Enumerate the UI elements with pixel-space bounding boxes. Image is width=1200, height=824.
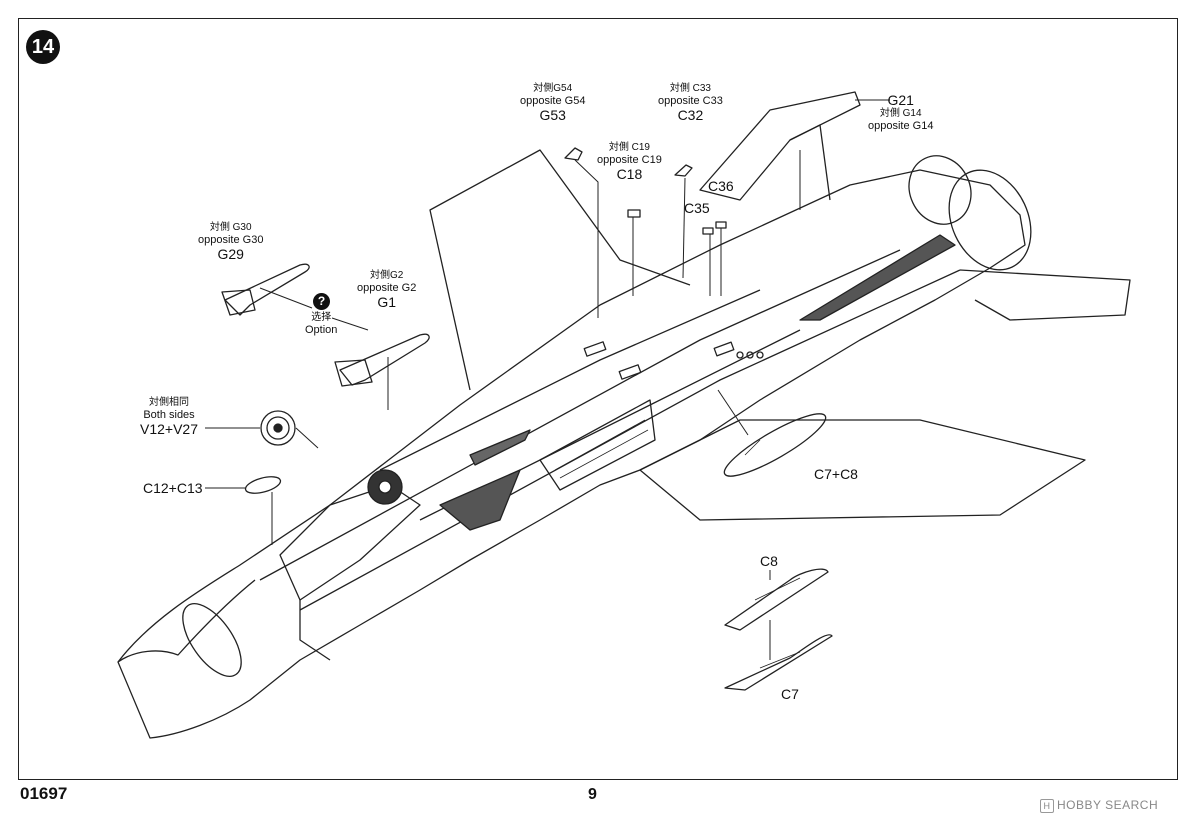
callout-c12-c13: C12+C13 <box>143 480 203 496</box>
part-wheel-v12 <box>260 410 296 446</box>
vertical-tail <box>699 91 861 201</box>
step-number-badge: 14 <box>26 30 60 64</box>
page-number: 9 <box>588 786 597 803</box>
horizontal-stabilizer <box>959 269 1131 321</box>
part-c18 <box>627 209 641 218</box>
kit-code: 01697 <box>20 784 68 803</box>
part-g29 <box>224 263 310 316</box>
callout-c18: 対側 C19 opposite C19 C18 <box>597 142 662 183</box>
part-c32 <box>674 164 693 177</box>
callout-g1: 対側G2 opposite G2 G1 <box>357 270 417 311</box>
watermark-logo-icon: H <box>1040 798 1054 813</box>
radome-ring <box>182 603 242 677</box>
gear-bay <box>539 399 656 491</box>
callout-c7: C7 <box>781 686 799 702</box>
part-c12-c13 <box>244 476 282 494</box>
fuselage-outline <box>117 169 1026 739</box>
callout-g53: 対側G54 opposite G54 G53 <box>520 83 586 124</box>
callout-g29: 対側 G30 opposite G30 G29 <box>198 222 264 263</box>
right-wing <box>639 419 1086 521</box>
part-g1 <box>339 333 430 386</box>
part-c35 <box>702 227 714 235</box>
page-frame <box>18 18 1178 780</box>
callout-v12-v27: 対側相同 Both sides V12+V27 <box>140 397 198 438</box>
engine-nozzle-left <box>948 169 1032 271</box>
option-icon: ? <box>313 293 330 310</box>
engine-nozzle-right <box>908 155 972 225</box>
part-c7 <box>724 634 833 691</box>
callout-c36: C36 <box>708 178 734 194</box>
callout-c32: 対側 C33 opposite C33 C32 <box>658 83 723 124</box>
callout-g21: G21 対側 G14 opposite G14 <box>868 92 934 132</box>
callout-c35: C35 <box>684 200 710 216</box>
callout-c7-c8: C7+C8 <box>814 466 858 482</box>
part-g53 <box>564 147 583 161</box>
nose-cone <box>117 579 256 663</box>
option-label: 选择 Option <box>305 312 338 336</box>
left-wing <box>429 149 691 391</box>
part-c8 <box>724 568 829 631</box>
callout-c8: C8 <box>760 553 778 569</box>
part-c36 <box>715 221 727 229</box>
part-c7-c8 <box>723 413 827 477</box>
